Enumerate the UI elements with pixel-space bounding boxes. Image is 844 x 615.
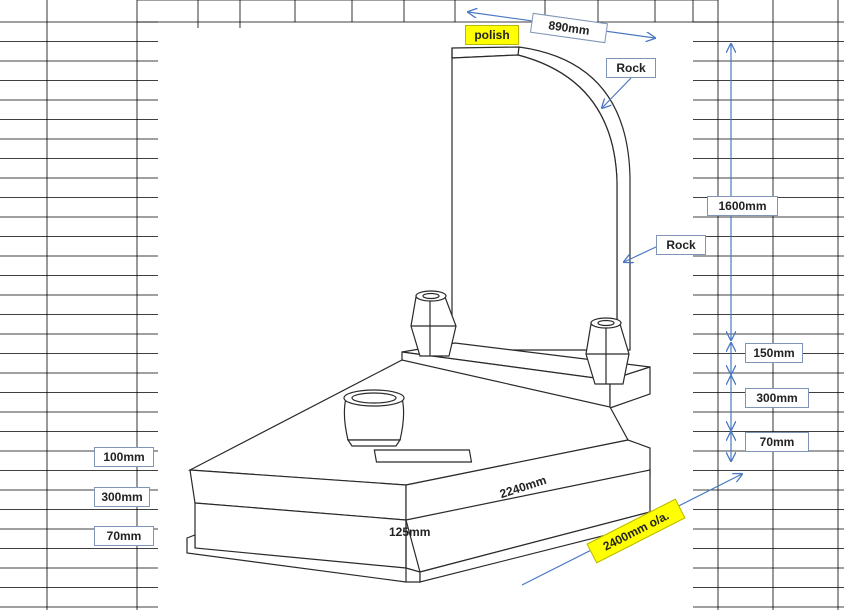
polish-label: polish — [465, 25, 519, 45]
base-ledger — [186, 359, 659, 583]
rock-side-label: Rock — [656, 235, 706, 255]
left-bottom-height-label: 70mm — [94, 526, 154, 546]
base-height-label: 300mm — [745, 388, 809, 408]
front-depth-label: 125mm — [389, 525, 431, 539]
plinth-height-label: 150mm — [745, 343, 803, 363]
headstone — [451, 46, 631, 351]
left-vase — [410, 290, 457, 357]
center-vase — [343, 389, 405, 447]
left-top-height-label: 100mm — [94, 447, 154, 467]
rock-top-label: Rock — [606, 58, 656, 78]
bottom-height-label: 70mm — [745, 432, 809, 452]
headstone-height-label: 1600mm — [707, 196, 778, 216]
left-mid-height-label: 300mm — [94, 487, 150, 507]
right-vase — [585, 317, 630, 385]
